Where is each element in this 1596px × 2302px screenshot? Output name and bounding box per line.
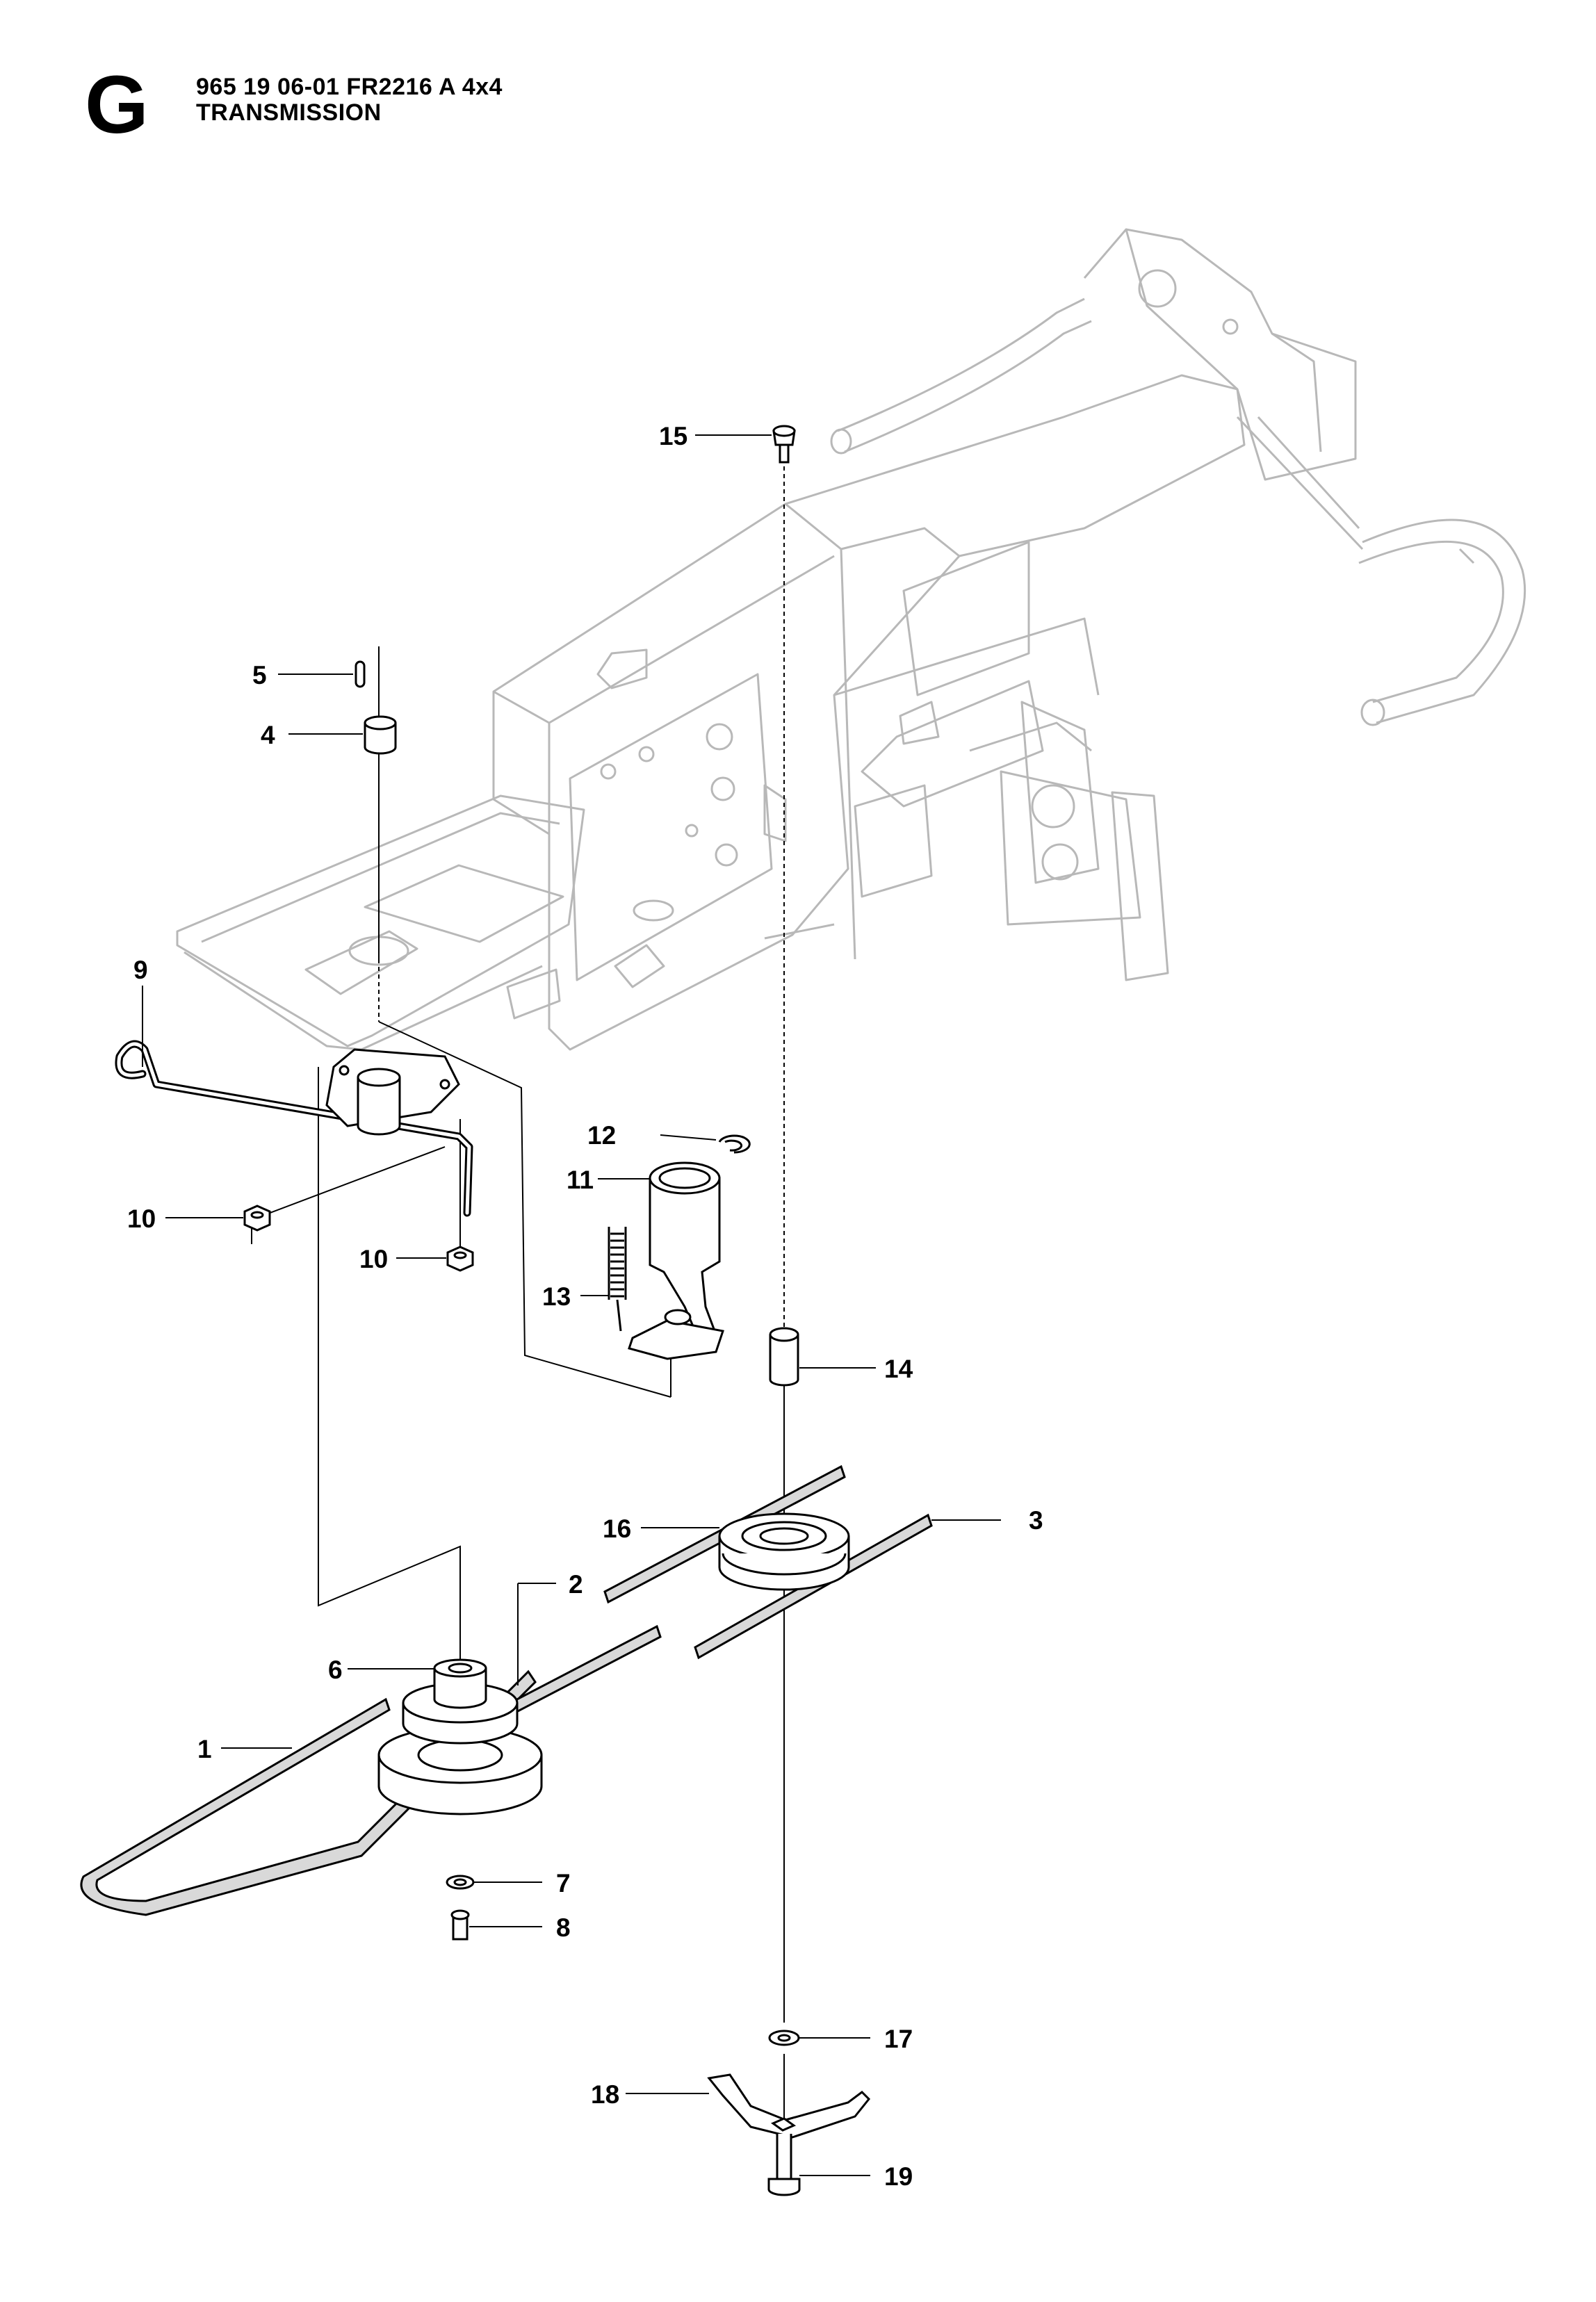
part-10-nut-b xyxy=(446,1246,474,1272)
part-16-pulley xyxy=(718,1512,850,1591)
part-14-sleeve xyxy=(769,1327,799,1387)
callout-4: 4 xyxy=(261,721,275,749)
part-4-bushing xyxy=(364,715,397,755)
part-10-nut-a xyxy=(243,1205,271,1232)
callout-16: 16 xyxy=(603,1515,631,1543)
callouts: 15 5 4 9 12 11 10 10 13 14 16 3 2 6 1 7 … xyxy=(127,422,1043,2191)
part-7-washer xyxy=(446,1875,475,1890)
callout-10a: 10 xyxy=(127,1205,156,1233)
callout-13: 13 xyxy=(542,1282,571,1311)
part-8-bolt xyxy=(450,1909,470,1941)
callout-6: 6 xyxy=(328,1656,343,1684)
callout-9: 9 xyxy=(133,956,148,984)
part-19-bolt xyxy=(767,2134,801,2196)
part-15-screw xyxy=(772,425,796,464)
leader-lines xyxy=(142,434,1001,2176)
part-5-pin xyxy=(355,660,366,688)
section-letter: G xyxy=(85,59,149,151)
callout-3: 3 xyxy=(1029,1506,1043,1535)
callout-18: 18 xyxy=(591,2080,619,2109)
part-11-tensioner-arm xyxy=(628,1161,724,1360)
callout-12: 12 xyxy=(587,1121,616,1150)
callout-7: 7 xyxy=(556,1869,571,1897)
section-title: TRANSMISSION xyxy=(196,99,382,126)
part-9-rod-inner xyxy=(117,1042,471,1215)
callout-19: 19 xyxy=(884,2162,913,2191)
part-6-double-pulley xyxy=(377,1658,543,1815)
chassis-frame xyxy=(176,228,1526,1051)
callout-14: 14 xyxy=(884,1355,913,1383)
callout-17: 17 xyxy=(884,2025,913,2053)
callout-2: 2 xyxy=(569,1570,583,1599)
part-18-clip-plate xyxy=(707,2073,871,2139)
part-12-circlip xyxy=(718,1134,751,1154)
part-17-washer xyxy=(768,2030,800,2046)
callout-5: 5 xyxy=(252,661,267,689)
part-13-spring xyxy=(608,1227,627,1332)
callout-15: 15 xyxy=(659,422,687,450)
callout-8: 8 xyxy=(556,1913,571,1942)
part-1-belt xyxy=(80,1624,662,1916)
callout-11: 11 xyxy=(567,1166,594,1194)
model-line: 965 19 06-01 FR2216 A 4x4 xyxy=(196,74,503,100)
callout-1: 1 xyxy=(197,1735,212,1763)
assembly-lines xyxy=(251,459,785,2165)
callout-10b: 10 xyxy=(359,1245,388,1273)
pulley-bracket xyxy=(325,1048,460,1136)
